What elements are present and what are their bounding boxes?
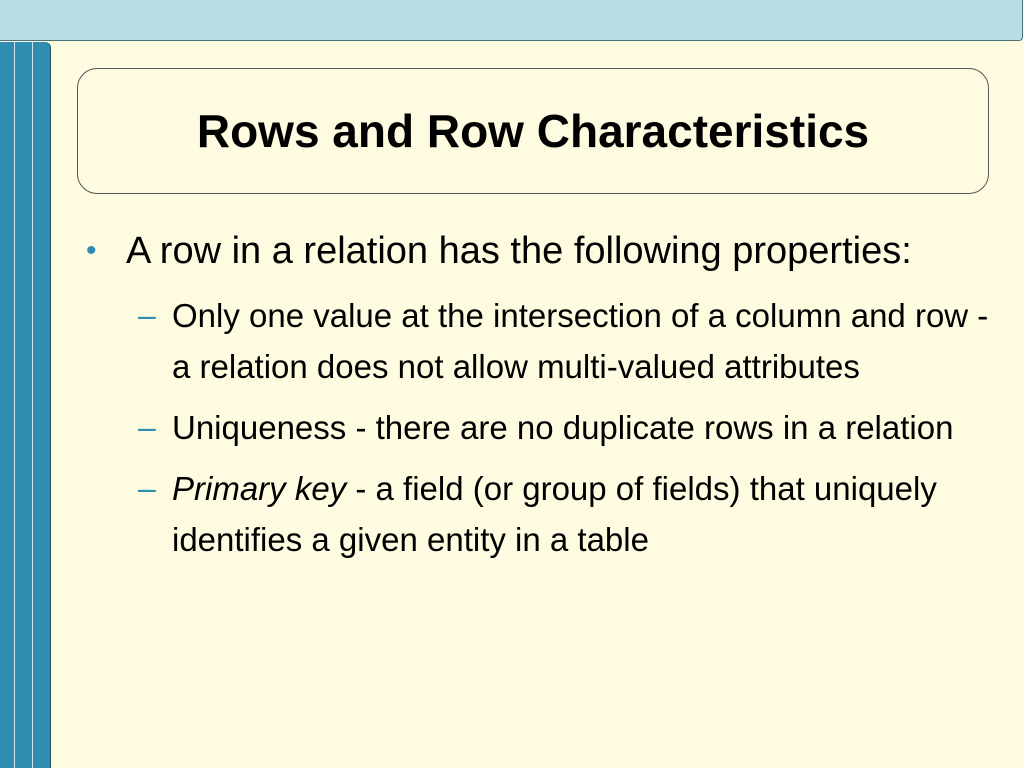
sub-bullet-list: – Only one value at the intersection of … <box>84 290 994 565</box>
dash-marker: – <box>138 297 156 333</box>
side-decorative-bar <box>0 42 51 768</box>
title-box: Rows and Row Characteristics <box>77 68 989 194</box>
top-decorative-bar <box>0 0 1023 41</box>
primary-key-term: Primary key <box>172 470 347 507</box>
sub-bullet-text: Only one value at the intersection of a … <box>172 297 989 385</box>
sub-bullet-text-container: Primary key - a field (or group of field… <box>172 463 994 565</box>
dash-marker: – <box>138 470 156 506</box>
bullet-marker: • <box>86 234 97 267</box>
side-bar-line <box>32 42 33 768</box>
slide-title: Rows and Row Characteristics <box>196 105 870 157</box>
sub-bullet-text: - a field (or group of fields) that uniq… <box>172 470 937 558</box>
dash-marker: – <box>138 409 156 445</box>
sub-bullet-item: – Uniqueness - there are no duplicate ro… <box>138 402 994 453</box>
bullet-item: • A row in a relation has the following … <box>84 222 994 280</box>
bullet-text: A row in a relation has the following pr… <box>126 230 912 272</box>
side-bar-line <box>14 42 15 768</box>
sub-bullet-item: – Primary key - a field (or group of fie… <box>138 463 994 565</box>
slide-content: • A row in a relation has the following … <box>84 222 994 565</box>
sub-bullet-text: Uniqueness - there are no duplicate rows… <box>172 409 954 446</box>
sub-bullet-item: – Only one value at the intersection of … <box>138 290 994 392</box>
